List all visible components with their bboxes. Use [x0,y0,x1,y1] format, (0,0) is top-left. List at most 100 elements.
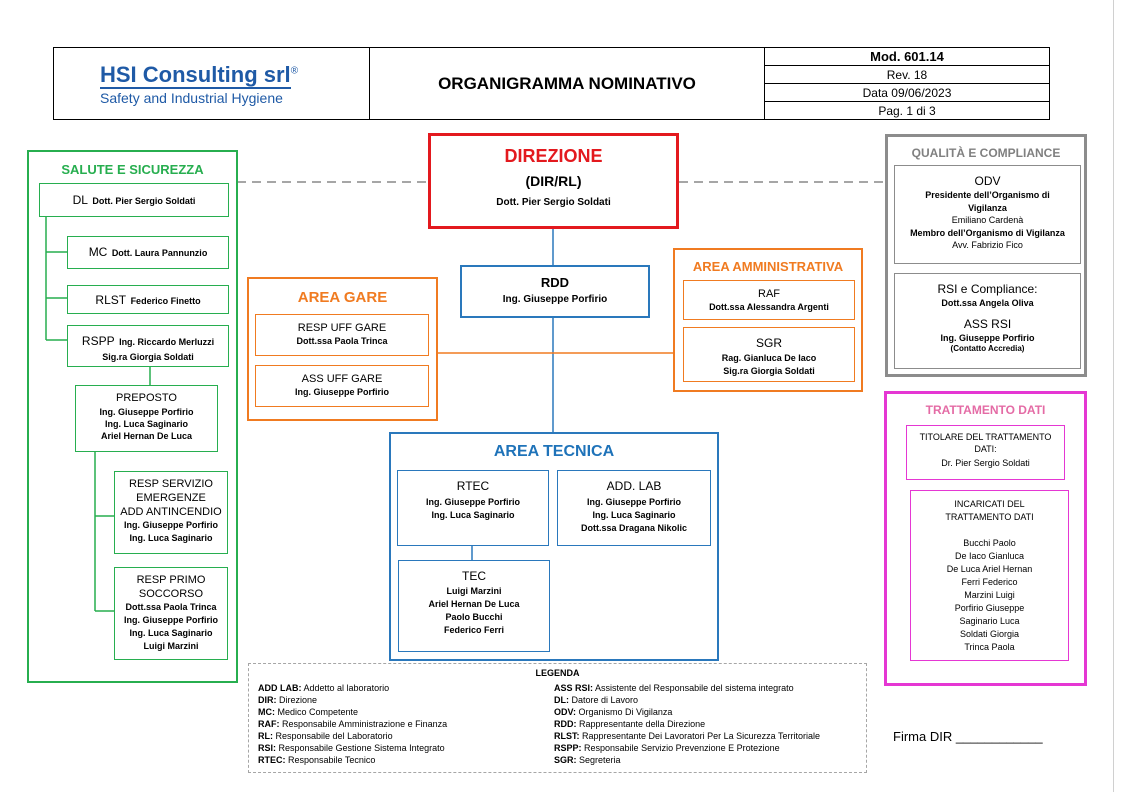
section-title: QUALITÀ E COMPLIANCE [911,146,1061,160]
legend-item: ADD LAB: Addetto al laboratorio [258,682,447,694]
person-name: Trinca Paola [964,642,1015,652]
person-name: Luigi Marzini [446,586,502,596]
person-name: Ferri Federico [961,577,1018,587]
person-name: Dott.ssa Paola Trinca [125,602,217,612]
person-name: Ing. Giuseppe Porfirio [586,497,681,507]
incaricati-title: INCARICATI DEL TRATTAMENTO DATI [911,498,1068,524]
legend-abbr: DL: [554,695,569,705]
title-line: SOCCORSO [138,588,204,600]
legend-abbr: RL: [258,731,273,741]
area-gare-section: AREA GARE [247,277,438,421]
legend-item: RDD: Rappresentante della Direzione [554,718,820,730]
legend-item: DIR: Direzione [258,694,447,706]
person-name: Bucchi Paolo [963,538,1016,548]
role-title: TEC [462,569,486,583]
rspp-label: RSPP [81,334,115,348]
module-number: Mod. 601.14 [765,48,1049,66]
rdd-name: Ing. Giuseppe Porfirio [502,294,608,305]
rtec-names: Ing. Giuseppe Porfirio Ing. Luca Saginar… [398,496,548,522]
person-name: Soldati Giorgia [959,629,1020,639]
legend-abbr: RSPP: [554,743,582,753]
legend-desc: Responsabile Gestione Sistema Integrato [278,743,445,753]
person-name: Ing. Luca Saginario [592,510,676,520]
sgr-box: SGR Rag. Gianluca De Iaco Sig.ra Giorgia… [683,327,855,382]
legend-item: RTEC: Responsabile Tecnico [258,754,447,766]
document-date: Data 09/06/2023 [765,84,1049,102]
rsi-box: RSI e Compliance: Dott.ssa Angela Oliva … [894,273,1081,369]
logo-tagline: Safety and Industrial Hygiene [100,90,283,106]
titolare-title: TITOLARE DEL TRATTAMENTO DATI: [907,431,1064,455]
person-name: Ing. Giuseppe Porfirio [123,520,218,530]
legend-desc: Responsabile Servizio Prevenzione E Prot… [584,743,780,753]
legend-desc: Assistente del Responsabile del sistema … [595,683,794,693]
qualita-compliance-section: QUALITÀ E COMPLIANCE [885,134,1087,377]
legend-item: DL: Datore di Lavoro [554,694,820,706]
incaricati-names: Bucchi Paolo De Iaco Gianluca De Luca Ar… [911,537,1068,654]
legend-desc: Direzione [279,695,318,705]
legend-desc: Rappresentante Dei Lavoratori Per La Sic… [582,731,820,741]
raf-box: RAF Dott.ssa Alessandra Argenti [683,280,855,320]
section-title: TRATTAMENTO DATI [925,403,1046,417]
legend-item: RL: Responsabile del Laboratorio [258,730,447,742]
title-line: TITOLARE DEL TRATTAMENTO [919,432,1052,442]
legend-desc: Responsabile Amministrazione e Finanza [282,719,448,729]
primo-soccorso-names: Dott.ssa Paola Trinca Ing. Giuseppe Porf… [115,601,227,653]
person-name: Paolo Bucchi [445,612,503,622]
person-name: Ing. Luca Saginario [129,628,213,638]
role-title: RAF [758,288,780,300]
ass-uff-gare-box: ASS UFF GARE Ing. Giuseppe Porfirio [255,365,429,407]
document-header [53,47,1050,120]
person-name: Luigi Marzini [143,641,199,651]
title-line: RESP SERVIZIO [129,478,213,490]
trattamento-dati-section: TRATTAMENTO DATI [884,391,1087,686]
emergenze-names: Ing. Giuseppe Porfirio Ing. Luca Saginar… [115,519,227,545]
odv-line: Membro dell’Organismo di Vigilanza [910,227,1065,238]
person-name: Marzini Luigi [964,590,1015,600]
legend-abbr: DIR: [258,695,277,705]
role-title: ASS UFF GARE [301,373,383,385]
role-title: RSI e Compliance: [937,282,1038,296]
person-name: Ing. Giuseppe Porfirio [940,333,1035,343]
legend-abbr: SGR: [554,755,577,765]
dl-name: Dott. Pier Sergio Soldati [92,196,196,206]
rlst-box: RLST Federico Finetto [67,285,229,314]
legend-abbr: RTEC: [258,755,286,765]
mc-box: MC Dott. Laura Pannunzio [67,236,229,269]
dl-label: DL [72,193,88,207]
title-line: RESP PRIMO [136,574,206,586]
section-title: AREA AMMINISTRATIVA [692,259,844,274]
preposto-box: PREPOSTO Ing. Giuseppe Porfirio Ing. Luc… [75,385,218,452]
person-name: Porfirio Giuseppe [954,603,1025,613]
legend-desc: Rappresentante della Direzione [579,719,706,729]
person-name: Dott.ssa Alessandra Argenti [709,302,829,312]
legend-item: RAF: Responsabile Amministrazione e Fina… [258,718,447,730]
direzione-name: Dott. Pier Sergio Soldati [496,197,611,208]
legend-item: ASS RSI: Assistente del Responsabile del… [554,682,820,694]
odv-line: Emiliano Cardenà [951,215,1024,225]
person-name: Ariel Hernan De Luca [100,431,193,441]
title-line: EMERGENZE [136,492,206,504]
legend-left-column: ADD LAB: Addetto al laboratorio DIR: Dir… [258,682,447,766]
primo-soccorso-title: RESP PRIMO SOCCORSO [115,573,227,601]
legend-desc: Addetto al laboratorio [303,683,390,693]
area-amministrativa-section: AREA AMMINISTRATIVA [673,248,863,392]
resp-uff-gare-box: RESP UFF GARE Dott.ssa Paola Trinca [255,314,429,356]
role-title: ODV [974,174,1001,188]
legend-desc: Organismo Di Vigilanza [578,707,673,717]
add-lab-names: Ing. Giuseppe Porfirio Ing. Luca Saginar… [558,496,710,535]
legend-item: RSPP: Responsabile Servizio Prevenzione … [554,742,820,754]
legend-item: SGR: Segreteria [554,754,820,766]
person-name: Saginario Luca [959,616,1020,626]
legend-desc: Datore di Lavoro [571,695,639,705]
person-name: Rag. Gianluca De Iaco [721,353,817,363]
person-name: De Luca Ariel Hernan [946,564,1033,574]
legend-abbr: RDD: [554,719,577,729]
title-line: TRATTAMENTO DATI [945,512,1034,522]
rdd-box: RDD Ing. Giuseppe Porfirio [460,265,650,318]
legend-abbr: ADD LAB: [258,683,302,693]
odv-line: Avv. Fabrizio Fico [952,240,1023,250]
rdd-title: RDD [540,275,570,290]
salute-sicurezza-section: SALUTE E SICUREZZA [27,150,238,683]
add-lab-box: ADD. LAB Ing. Giuseppe Porfirio Ing. Luc… [557,470,711,546]
rspp-box: RSPP Ing. Riccardo Merluzzi Sig.ra Giorg… [67,325,229,367]
